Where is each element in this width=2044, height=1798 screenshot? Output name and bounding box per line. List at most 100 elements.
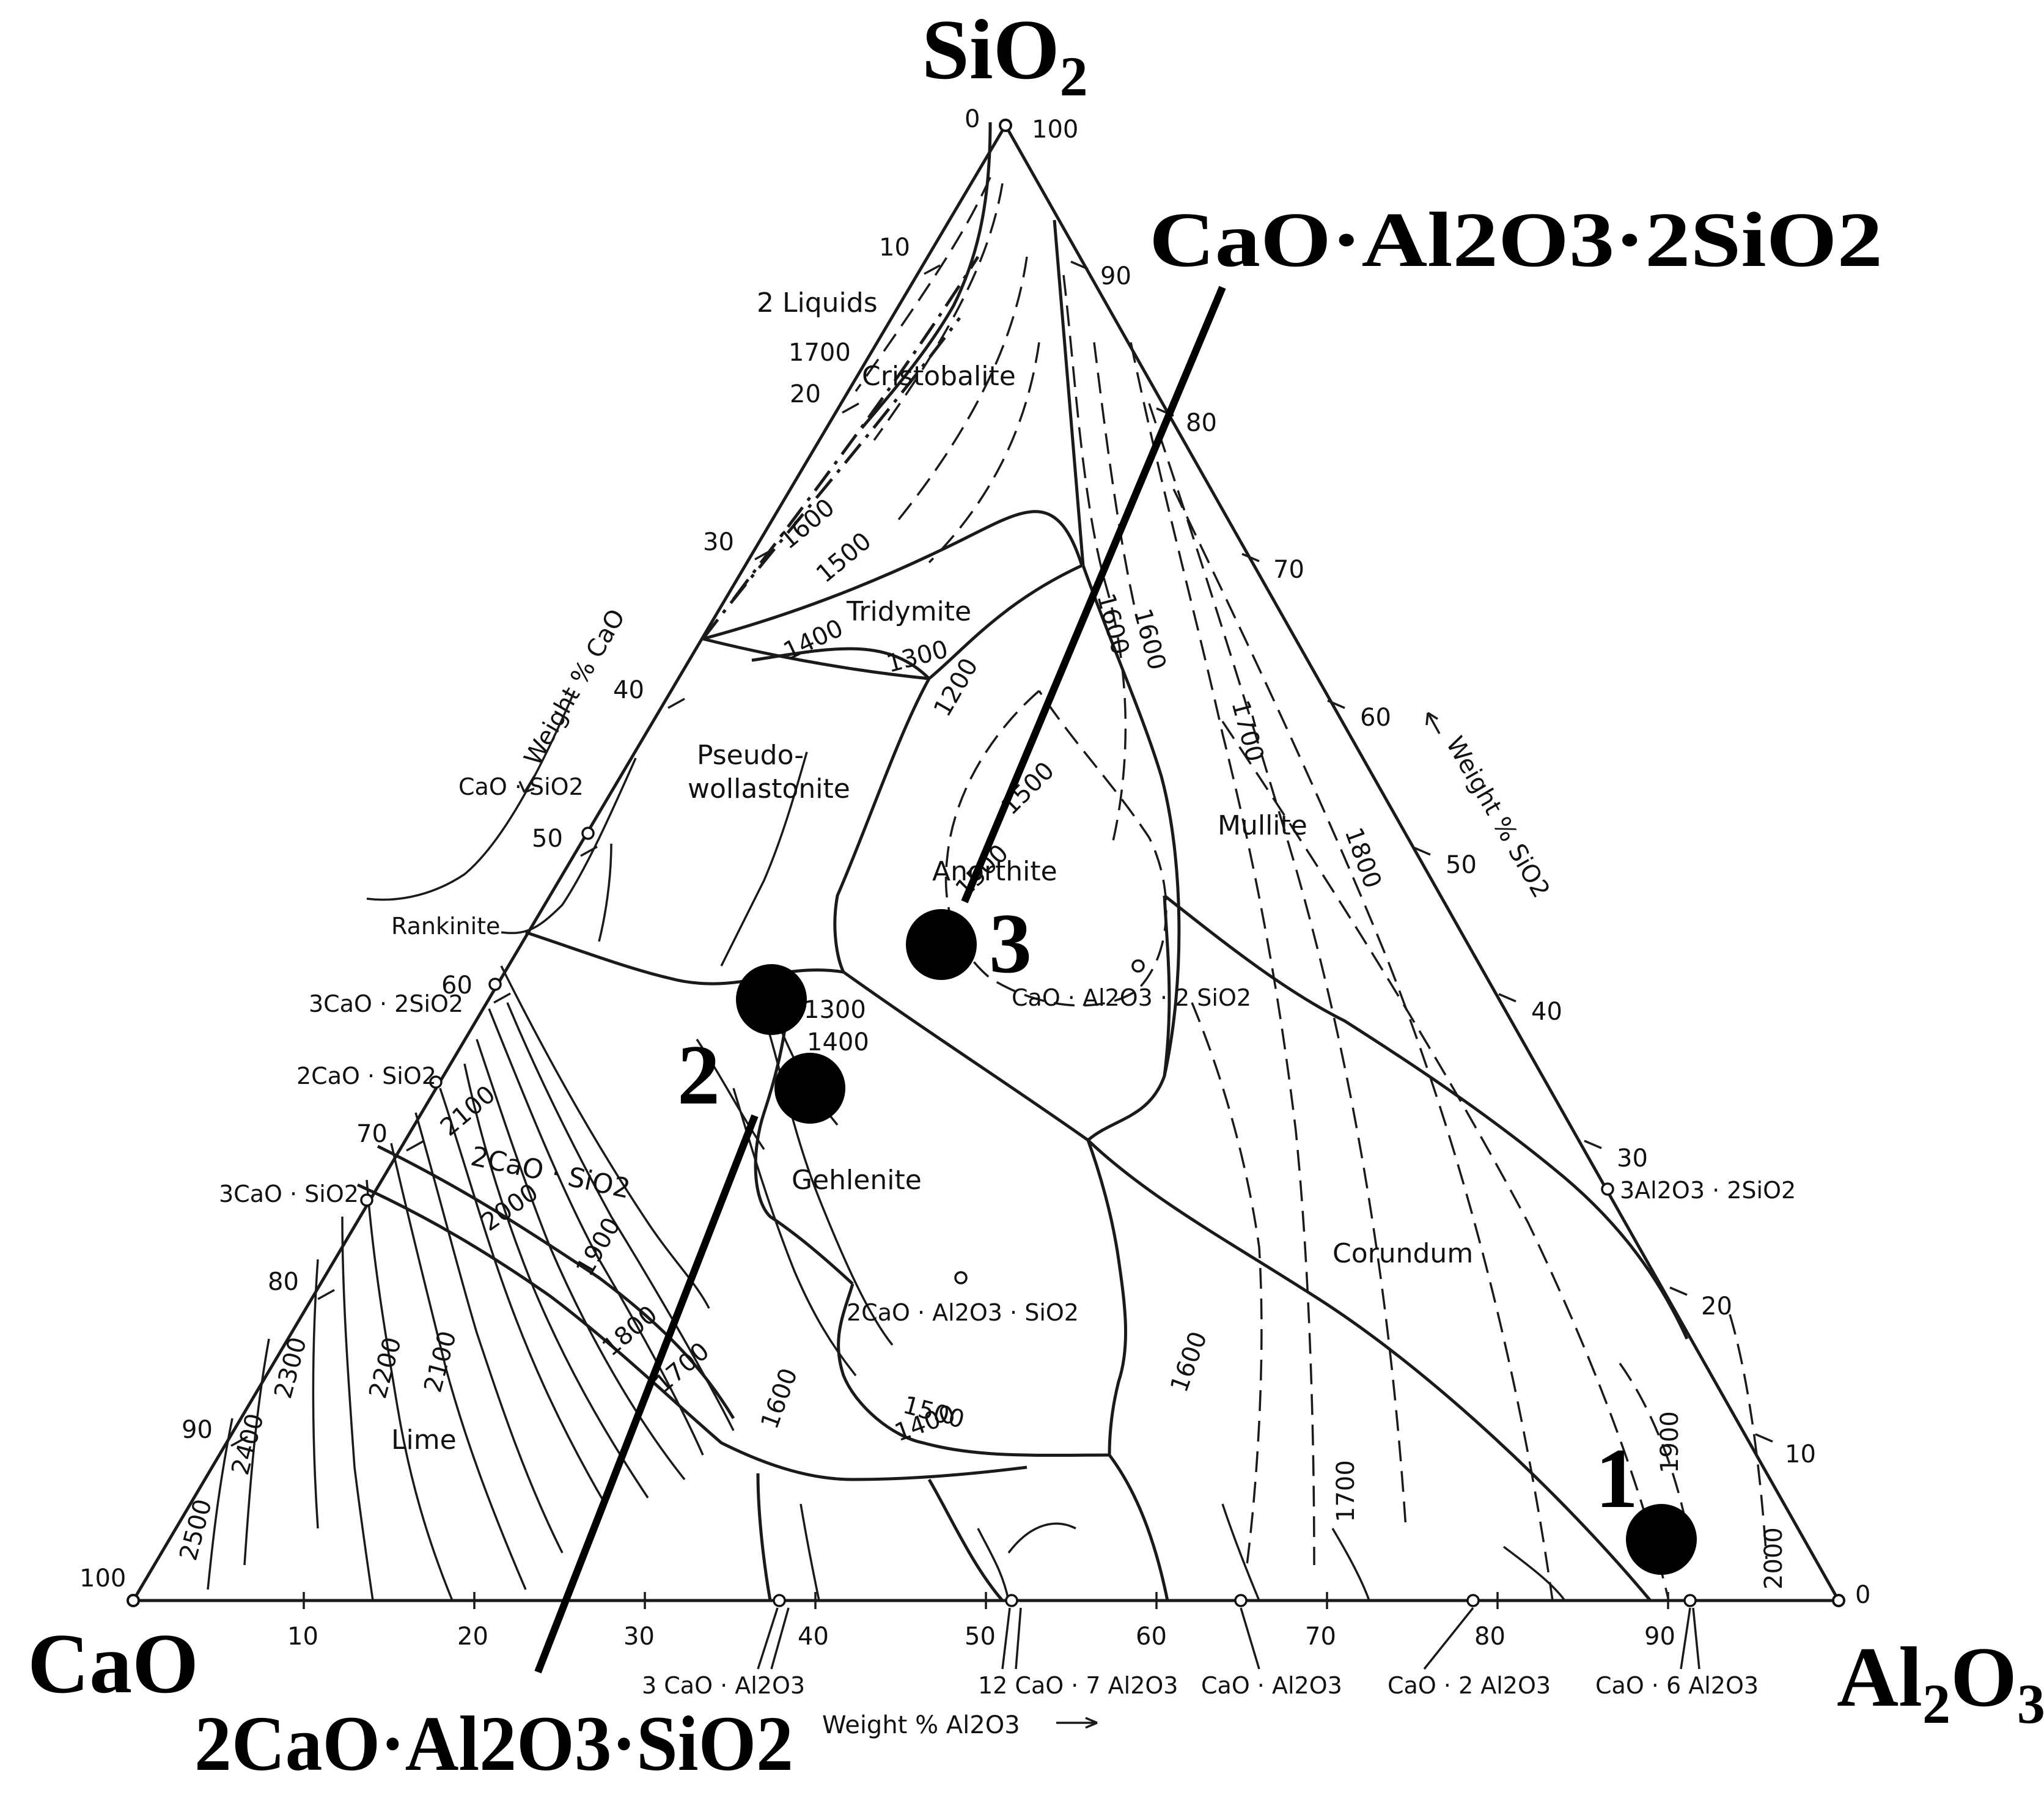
isotherm-curves-cao-side <box>207 690 894 1601</box>
isotherm-label: 1600 <box>755 1365 803 1432</box>
annotation-lines <box>534 286 1226 1674</box>
annotation-lower-compound: 2CaO·Al2O3·SiO2 <box>194 1700 793 1787</box>
boundary-curves <box>356 219 1689 1602</box>
sample-point-1 <box>1626 1504 1697 1575</box>
compound-label-gehlenite-comp: 2CaO · Al2O3 · SiO2 <box>847 1299 1079 1326</box>
axis-arrow-al2o3 <box>1056 1717 1098 1729</box>
right-edge-tick-labels: 90 80 70 60 50 40 30 20 10 <box>1100 262 1816 1468</box>
right-tick-label: 70 <box>1273 556 1304 584</box>
phase-label-pseudo: Pseudo- <box>697 740 804 771</box>
isotherm-label: 2200 <box>364 1334 407 1401</box>
compound-point-cao-6al2o3 <box>1683 1594 1697 1607</box>
left-tick-label: 30 <box>703 528 734 556</box>
phase-label-tridymite: Tridymite <box>846 596 971 627</box>
left-tick-label: 40 <box>613 676 644 704</box>
phase-label-mullite: Mullite <box>1218 810 1307 841</box>
isotherm-label: 1600 <box>1165 1328 1213 1396</box>
bottom-tick-label: 40 <box>798 1623 829 1651</box>
right-tick-label: 20 <box>1701 1292 1732 1321</box>
bottom-tick-label: 10 <box>287 1623 318 1651</box>
isotherm-label: 1900 <box>1656 1411 1684 1473</box>
phase-label-lime: Lime <box>391 1424 457 1456</box>
sample-point-2a <box>736 964 807 1035</box>
bottom-tick-label: 30 <box>623 1623 655 1651</box>
isotherm-label: 1300 <box>804 996 866 1024</box>
compound-point-anorthite <box>1131 959 1145 973</box>
compound-point-mullite <box>1601 1182 1614 1196</box>
compound-label-rankinite: Rankinite <box>391 913 500 940</box>
isotherm-label: 1700 <box>1226 698 1269 765</box>
vertex-marker-al2o3 <box>1832 1594 1845 1607</box>
leader-line-lower-compound <box>534 1114 759 1674</box>
compound-point-gehlenite <box>954 1271 968 1284</box>
compound-point-12cao-7al2o3 <box>1005 1594 1018 1607</box>
isotherm-label: 1800 <box>597 1300 663 1362</box>
right-tick-label: 30 <box>1617 1144 1648 1173</box>
vertex-marker-sio2 <box>999 119 1012 132</box>
top-tick-zero: 0 <box>965 105 980 133</box>
isotherm-label: 1300 <box>884 635 951 679</box>
isotherm-label: 1400 <box>807 1028 869 1056</box>
left-tick-label: 90 <box>182 1416 213 1444</box>
isotherm-label: 1400 <box>779 614 848 666</box>
sample-point-2b <box>774 1053 845 1124</box>
bottom-tick-label: 70 <box>1305 1623 1336 1651</box>
compound-points <box>360 827 1697 1607</box>
leader-line-upper-compound <box>961 286 1226 904</box>
compound-point-cao-2al2o3 <box>1466 1594 1480 1607</box>
sample-points <box>736 909 1697 1575</box>
sample-label-2: 2 <box>677 1028 720 1122</box>
isotherm-label: 1600 <box>774 493 840 555</box>
compound-label-3cao-al2o3: 3 CaO · Al2O3 <box>642 1672 805 1699</box>
cristobalite-tridymite-curves <box>702 122 1084 680</box>
left-tick-label: 60 <box>441 971 472 1000</box>
right-tick-label: 90 <box>1100 262 1131 290</box>
phase-field-labels: 2 Liquids Cristobalite Tridymite Pseudo-… <box>391 287 1473 1456</box>
compound-label-cao-2al2o3: CaO · 2 Al2O3 <box>1388 1672 1551 1699</box>
right-tick-label: 10 <box>1785 1440 1816 1468</box>
compound-labels: CaO · SiO2 Rankinite 3CaO · 2SiO2 2CaO ·… <box>219 773 1796 1699</box>
vertex-label-sio2: SiO2 <box>922 2 1088 108</box>
left-tick-label: 50 <box>532 825 563 853</box>
compound-label-3cao-sio2: 3CaO · SiO2 <box>219 1181 359 1207</box>
compound-label-2cao-sio2: 2CaO · SiO2 <box>296 1063 436 1089</box>
vertex-marker-cao <box>127 1594 140 1607</box>
phase-label-gehlenite: Gehlenite <box>792 1165 922 1196</box>
sample-label-1: 1 <box>1595 1431 1638 1526</box>
vertex-label-al2o3: Al2O3 <box>1837 1630 2044 1735</box>
left-tick-label: 80 <box>268 1268 299 1296</box>
compound-leader-lines <box>757 1607 1700 1670</box>
right-tick-label: 50 <box>1446 851 1477 879</box>
isotherm-curves <box>855 177 1768 1601</box>
bottom-edge-tick-labels: 10 20 30 40 50 60 70 80 90 <box>287 1623 1675 1651</box>
phase-label-corundum: Corundum <box>1333 1238 1473 1269</box>
isotherm-labels: 1700 1600 1500 1400 1300 1200 1600 1600 … <box>174 339 1788 1590</box>
left-tick-label: 70 <box>356 1120 388 1148</box>
phase-label-anorthite: Anorthite <box>932 856 1057 887</box>
compound-label-cao-al2o3: CaO · Al2O3 <box>1201 1672 1342 1699</box>
isotherm-label: 2000 <box>1760 1527 1788 1590</box>
subsolidus-curves <box>800 1503 1566 1602</box>
phase-label-cristobalite: Cristobalite <box>862 361 1016 392</box>
left-vertex-tick: 100 <box>79 1564 126 1593</box>
sample-label-3: 3 <box>989 896 1032 991</box>
isotherm-label: 1700 <box>789 339 851 367</box>
phase-label-2cao-sio2: 2CaO · SiO2 <box>468 1141 633 1205</box>
vertex-label-cao: CaO <box>28 1616 199 1711</box>
isotherm-label: 1600 <box>1128 606 1171 673</box>
phase-label-wollastonite: wollastonite <box>688 773 850 805</box>
right-vertex-tick: 0 <box>1855 1581 1870 1609</box>
sample-point-3 <box>906 909 977 980</box>
right-tick-label: 40 <box>1531 998 1562 1026</box>
compound-label-3cao-2sio2: 3CaO · 2SiO2 <box>309 990 463 1017</box>
axis-arrow-sio2 <box>1425 712 1441 734</box>
compound-point-3cao-al2o3 <box>773 1594 786 1607</box>
compound-point-cao-al2o3 <box>1234 1594 1248 1607</box>
isotherm-label: 2100 <box>435 1080 501 1142</box>
right-tick-label: 80 <box>1186 409 1217 437</box>
right-tick-label: 60 <box>1360 704 1391 732</box>
isotherm-label: 2100 <box>419 1328 462 1395</box>
compound-point-3cao-2sio2 <box>488 978 502 991</box>
bottom-tick-label: 60 <box>1136 1623 1167 1651</box>
